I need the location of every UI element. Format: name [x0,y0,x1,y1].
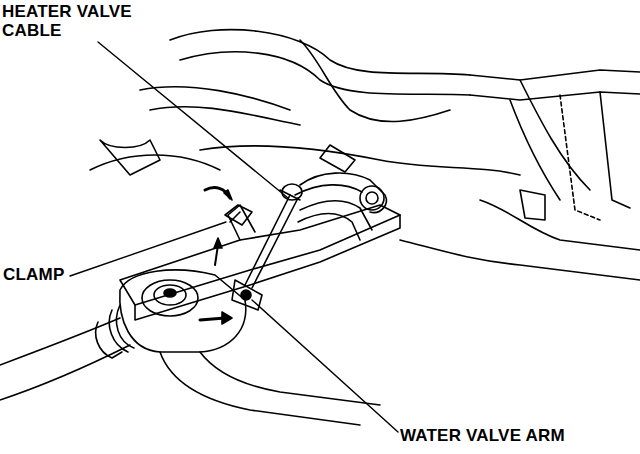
water-valve [120,238,262,352]
part-label: WATER VALVE ARM [400,426,565,445]
part-label: HEATER VALVE CABLE [2,2,132,40]
part-label: CLAMP [3,265,64,284]
coolant-pipes [282,145,386,240]
mounting-bracket [120,205,400,320]
cable-clamp [205,188,252,225]
heater-valve-cable [245,190,300,288]
leader-lines [70,42,398,432]
